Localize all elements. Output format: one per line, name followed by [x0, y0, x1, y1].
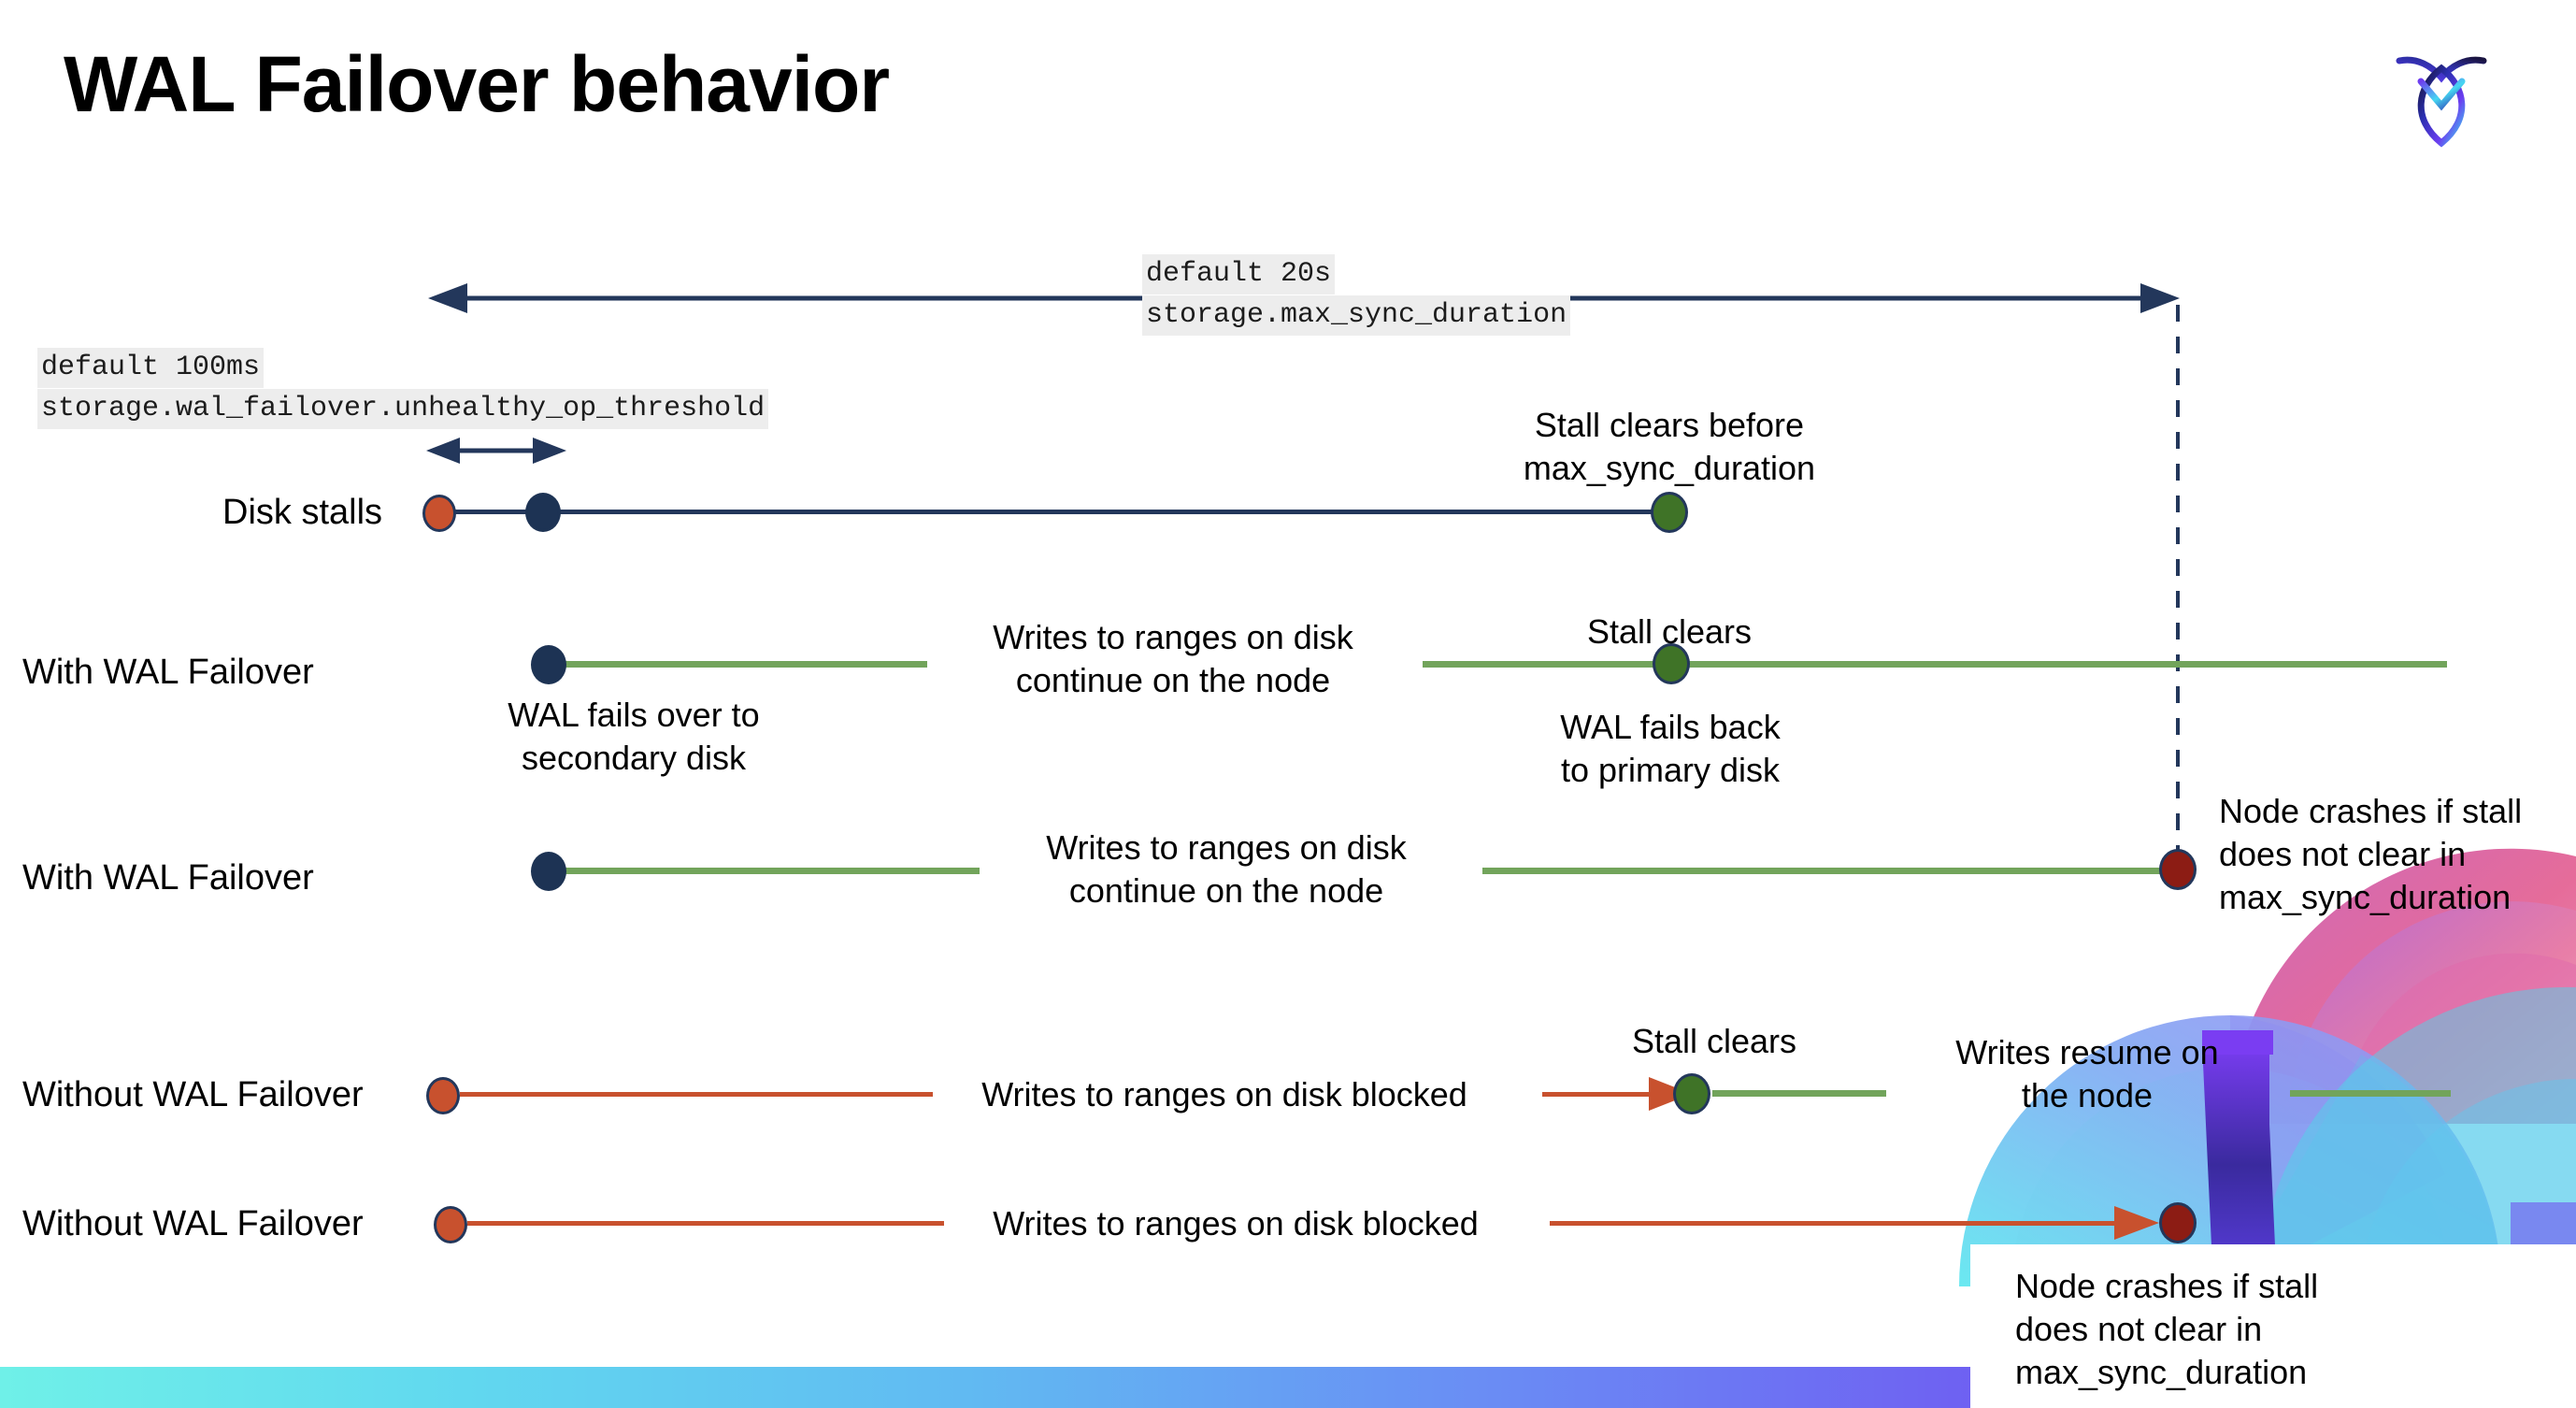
row2-green-seg-b	[1423, 661, 2447, 668]
row5-note-node-crashes: Node crashes if stall does not clear in …	[2015, 1267, 2319, 1392]
row4-stall-start-dot	[426, 1077, 460, 1114]
row2-note-wal-fails-over: WAL fails over to secondary disk	[508, 696, 760, 778]
row4-green-seg-b	[2290, 1090, 2451, 1097]
row3-green-seg-a	[550, 868, 980, 874]
row3-note-writes-continue: Writes to ranges on disk continue on the…	[1046, 828, 1407, 911]
row5-orange-seg-b	[1550, 1221, 2125, 1226]
row3-note-node-crashes: Node crashes if stall does not clear in …	[2219, 792, 2523, 917]
row1-stall-start-dot	[422, 495, 456, 532]
unhealthy-default-chip: default 100ms	[37, 348, 265, 388]
row5-stall-start-dot	[434, 1206, 467, 1243]
row3-green-seg-b	[1482, 868, 2176, 874]
row4-stall-clear-dot	[1673, 1073, 1710, 1114]
max-sync-default-chip: default 20s	[1142, 254, 1336, 295]
row4-note-stall-clears: Stall clears	[1631, 1022, 1797, 1060]
row5-node-crash-dot	[2159, 1202, 2197, 1243]
unhealthy-arrow-left	[426, 438, 460, 464]
row3-node-crash-dot	[2159, 849, 2197, 890]
row5-orange-seg-a	[467, 1221, 944, 1226]
row2-green-seg-a	[550, 661, 927, 668]
row-label-disk-stalls: Disk stalls	[222, 493, 383, 532]
page-title: WAL Failover behavior	[64, 40, 890, 128]
row4-note-writes-resume: Writes resume on the node	[1955, 1033, 2219, 1115]
row4-orange-seg-a	[460, 1092, 933, 1097]
cockroach-logo	[2385, 33, 2497, 154]
row1-stall-clear-dot	[1651, 492, 1688, 533]
row5-note-writes-blocked: Writes to ranges on disk blocked	[993, 1204, 1479, 1243]
logo-svg	[2396, 56, 2487, 148]
max-sync-arrow-right	[2140, 283, 2180, 313]
unhealthy-setting-chip: storage.wal_failover.unhealthy_op_thresh…	[37, 389, 769, 429]
row-label-with-wal-failover-2: With WAL Failover	[22, 858, 314, 898]
row4-orange-seg-b	[1542, 1092, 1666, 1097]
row-label-without-wal-failover-2: Without WAL Failover	[22, 1204, 364, 1243]
row2-note-stall-clears: Stall clears	[1586, 612, 1753, 651]
row2-note-wal-fails-back: WAL fails back to primary disk	[1560, 708, 1781, 790]
row1-note-stall-clears-before: Stall clears before max_sync_duration	[1523, 406, 1816, 488]
row1-timeline-navy	[439, 510, 1673, 514]
row4-green-seg-a	[1712, 1090, 1886, 1097]
row2-stall-clear-dot	[1653, 643, 1690, 684]
row-label-without-wal-failover-1: Without WAL Failover	[22, 1075, 364, 1114]
row-label-with-wal-failover-1: With WAL Failover	[22, 653, 314, 692]
max-sync-arrow-left	[428, 283, 467, 313]
row1-failover-dot	[525, 493, 561, 532]
max-sync-setting-chip: storage.max_sync_duration	[1142, 295, 1571, 336]
row2-note-writes-continue: Writes to ranges on disk continue on the…	[993, 618, 1353, 700]
row2-failover-dot	[531, 645, 566, 684]
row5-crash-callout: Node crashes if stall does not clear in …	[1970, 1244, 2576, 1408]
unhealthy-arrow-right	[533, 438, 566, 464]
row4-note-writes-blocked: Writes to ranges on disk blocked	[981, 1075, 1467, 1113]
row3-failover-dot	[531, 852, 566, 891]
